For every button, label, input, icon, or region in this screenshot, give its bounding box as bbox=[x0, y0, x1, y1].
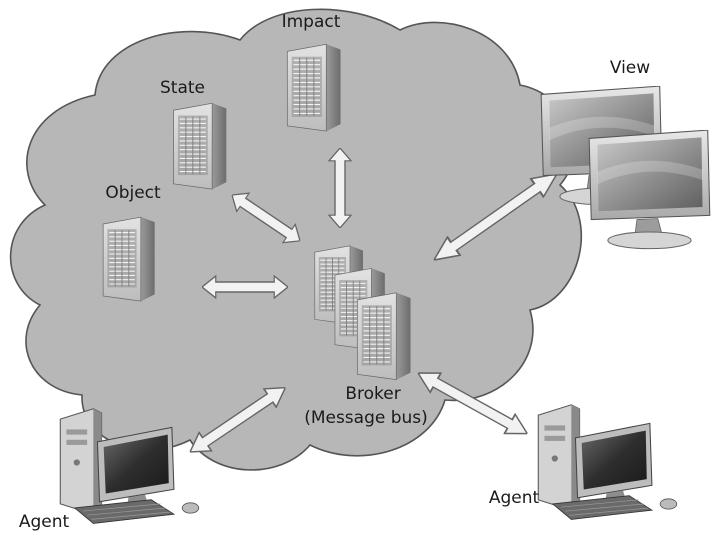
impact-label: Impact bbox=[281, 12, 341, 32]
object-label: Object bbox=[105, 183, 161, 203]
impact-server-icon bbox=[286, 43, 342, 132]
agent-right-label: Agent bbox=[488, 488, 540, 508]
view-label: View bbox=[609, 58, 651, 78]
broker-server-icon-3 bbox=[356, 292, 412, 381]
broker-sublabel: (Message bus) bbox=[304, 408, 428, 428]
object-server-icon bbox=[102, 216, 156, 302]
view-monitor-icon-front bbox=[588, 130, 711, 250]
agent-right-computer-icon bbox=[537, 404, 678, 520]
agent-left-label: Agent bbox=[18, 512, 70, 532]
broker-label: Broker bbox=[345, 384, 401, 404]
state-label: State bbox=[160, 78, 205, 98]
state-server-icon bbox=[173, 102, 227, 190]
